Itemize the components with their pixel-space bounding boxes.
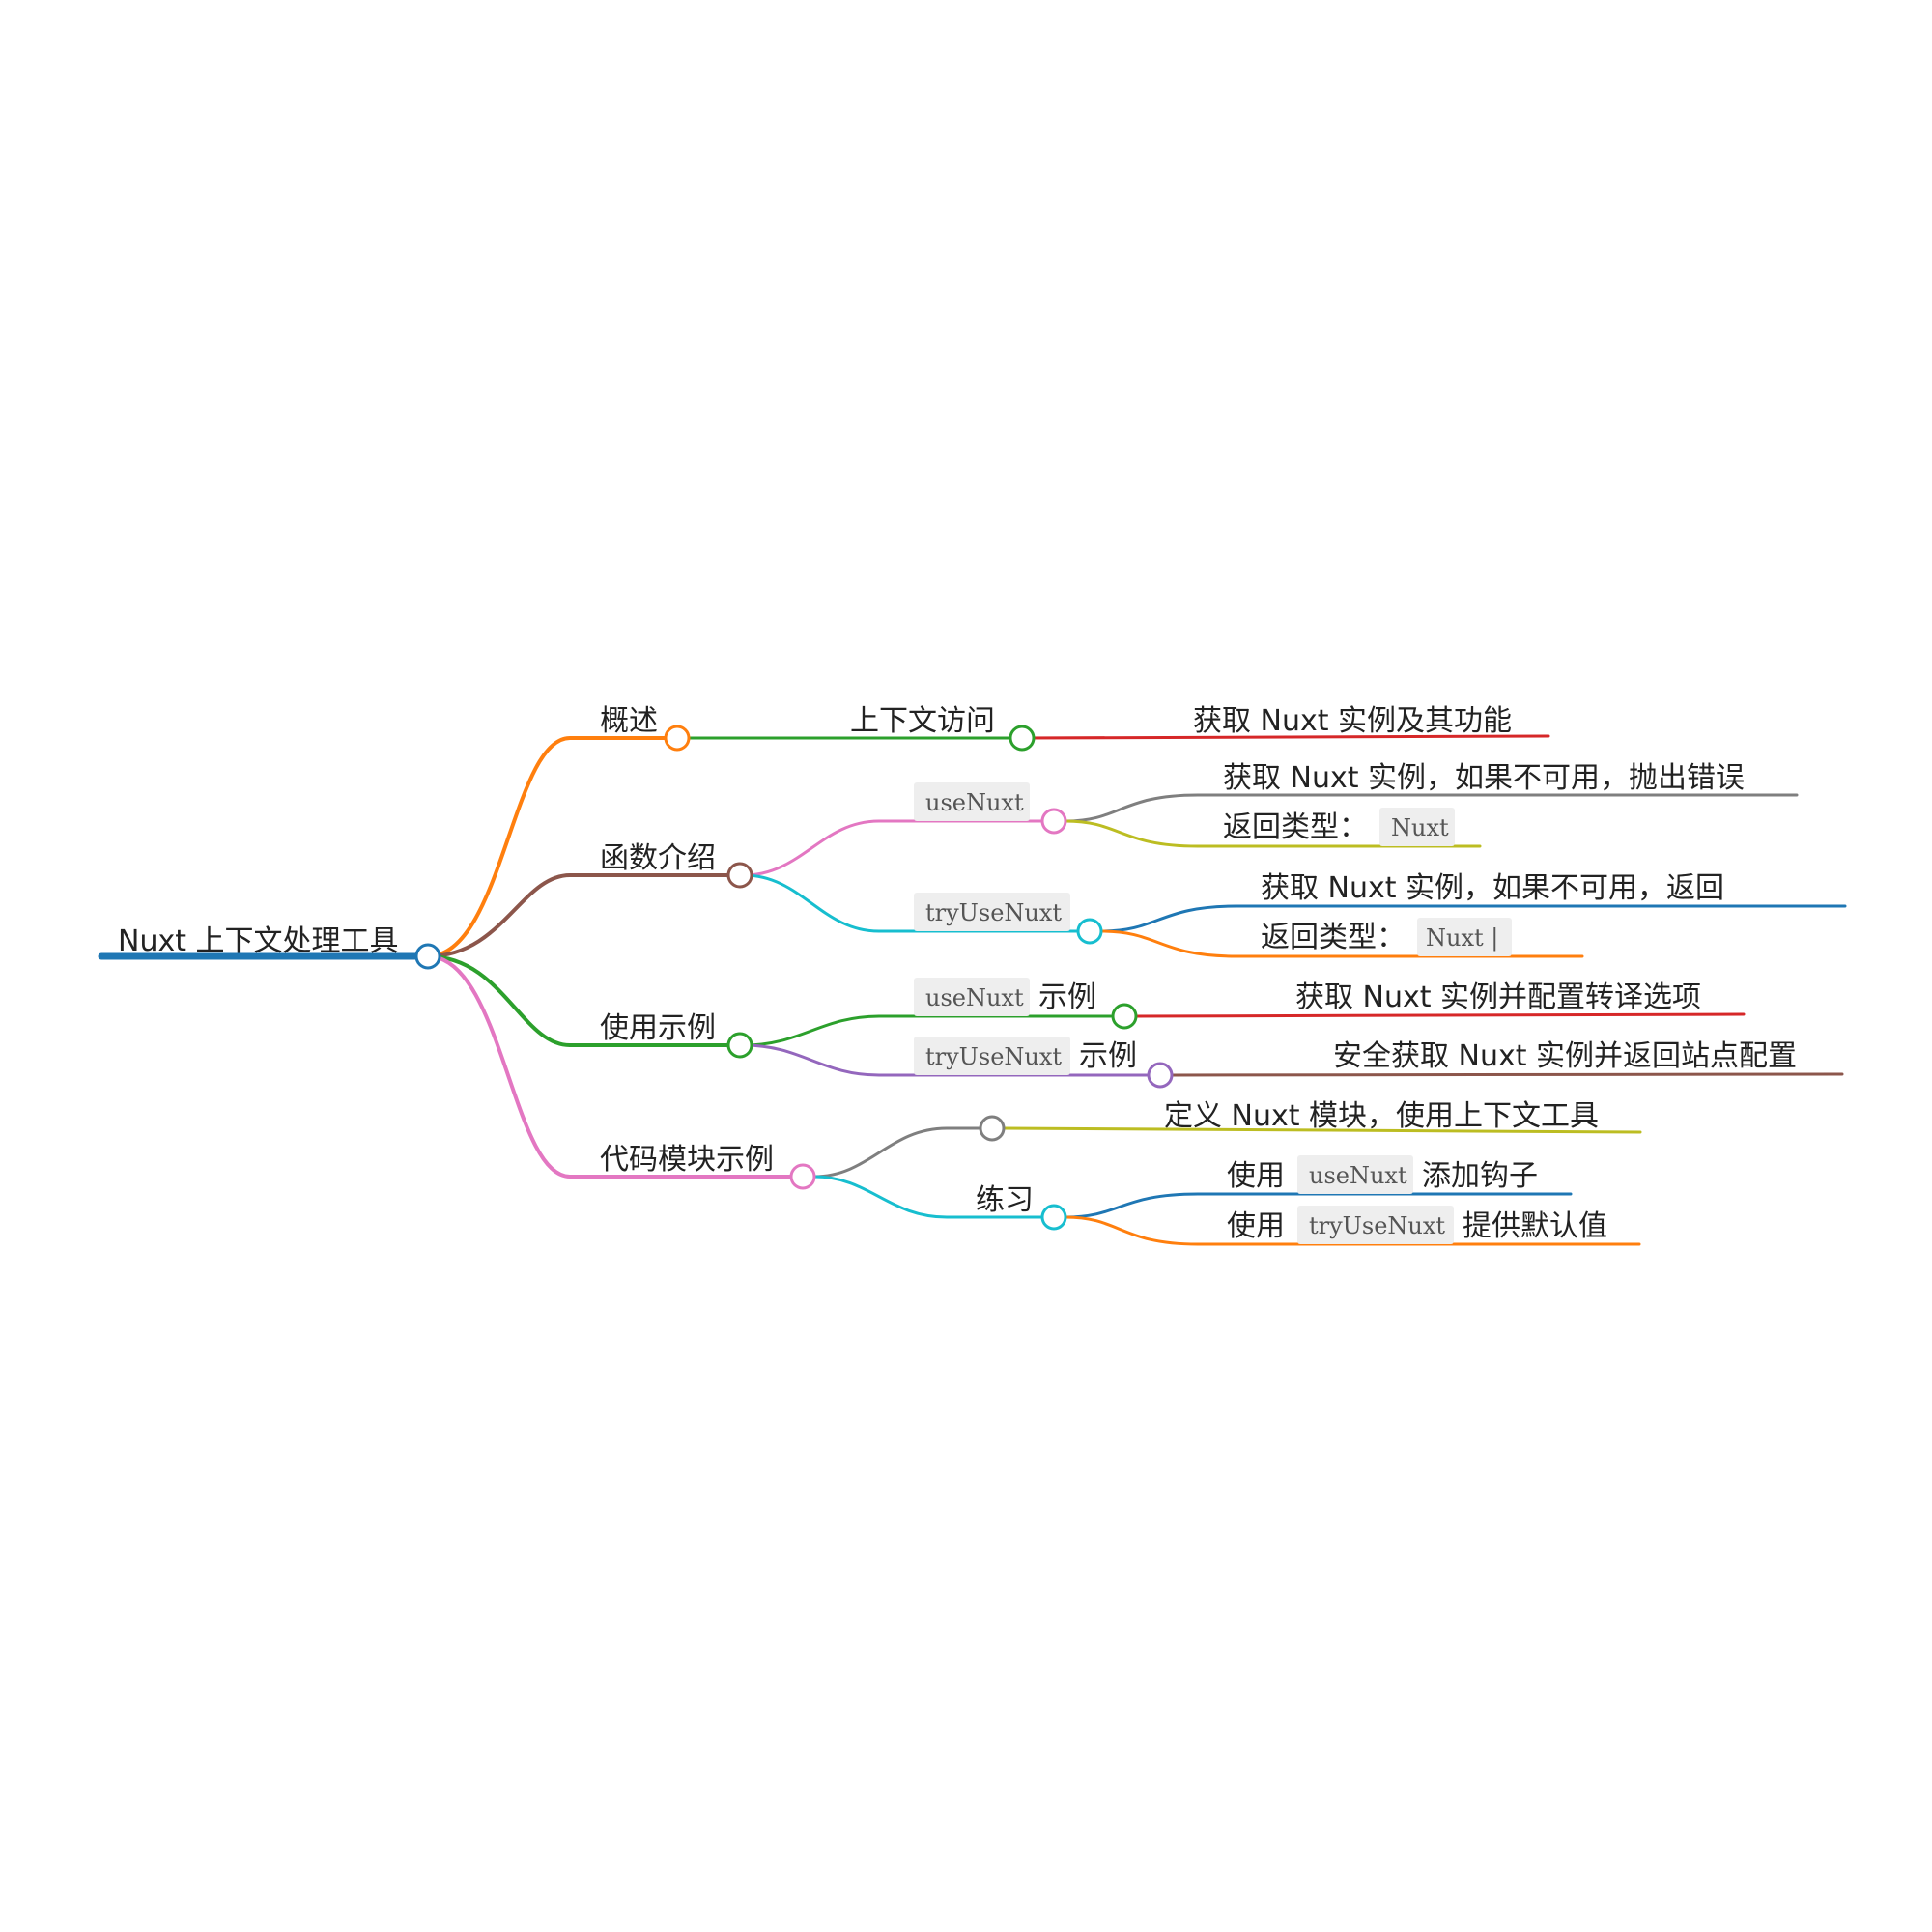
edge-usenuxt-desc: [1064, 793, 1799, 823]
tryusenuxt-return-label: 返回类型：: [1261, 921, 1406, 954]
edge-root-functions: [426, 873, 732, 958]
context-access-desc-label: 获取 Nuxt 实例及其功能: [1193, 704, 1512, 738]
tryusenuxt-example-suffix: 示例: [1079, 1039, 1137, 1073]
edge-root-overview: [426, 736, 668, 958]
usenuxt-example-desc-label: 获取 Nuxt 实例并配置转译选项: [1295, 980, 1701, 1014]
module-node-circle[interactable]: [789, 1163, 816, 1190]
tryusenuxt-example-desc-label: 安全获取 Nuxt 实例并返回站点配置: [1333, 1039, 1797, 1073]
branch-overview-label: 概述: [600, 704, 658, 738]
usenuxt-desc-label: 获取 Nuxt 实例，如果不可用，抛出错误: [1223, 761, 1745, 795]
module-unnamed-node-circle[interactable]: [979, 1115, 1006, 1142]
tryusenuxt-node-circle[interactable]: [1076, 918, 1103, 945]
root-node-circle[interactable]: [414, 943, 441, 970]
tryusenuxt-example-code: tryUseNuxt: [925, 1043, 1062, 1070]
edge-module-unnamed: [812, 1126, 982, 1179]
functions-node-circle[interactable]: [726, 862, 753, 889]
root-label: Nuxt 上下文处理工具: [118, 924, 399, 958]
context-access-node-circle[interactable]: [1009, 724, 1036, 752]
edge-tryusenuxt-example-desc: [1170, 1072, 1844, 1077]
exercise-2-suffix: 提供默认值: [1463, 1209, 1607, 1243]
exercise-2-code: tryUseNuxt: [1309, 1212, 1445, 1239]
usenuxt-code-bg: [914, 782, 1030, 821]
edge-root-usage: [426, 954, 732, 1047]
exercise-node-circle[interactable]: [1040, 1204, 1067, 1231]
usage-node-circle[interactable]: [726, 1032, 753, 1059]
tryusenuxt-return-code-bg: [1417, 918, 1512, 956]
edge-tryusenuxt-return: [1099, 929, 1584, 958]
exercise-1-code: useNuxt: [1309, 1162, 1407, 1189]
usenuxt-example-code-bg: [914, 978, 1030, 1016]
usenuxt-example-code: useNuxt: [925, 984, 1024, 1011]
exercise-2-prefix: 使用: [1227, 1209, 1285, 1243]
usenuxt-example-node-circle[interactable]: [1111, 1003, 1138, 1030]
usenuxt-node-circle[interactable]: [1040, 808, 1067, 835]
tryusenuxt-code-bg: [914, 893, 1070, 931]
branch-functions-label: 函数介绍: [600, 841, 716, 875]
usenuxt-code-label: useNuxt: [925, 789, 1024, 816]
edge-module-exercise: [812, 1175, 1045, 1219]
usenuxt-example-suffix: 示例: [1038, 980, 1096, 1014]
tryusenuxt-return-code: Nuxt |: [1426, 924, 1498, 952]
context-access-label: 上下文访问: [850, 704, 995, 738]
overview-node-circle[interactable]: [664, 724, 691, 752]
edge-usage-tryusenuxt-example: [742, 1043, 1151, 1077]
edge-usenuxt-example-desc: [1133, 1012, 1746, 1018]
exercise-1-prefix: 使用: [1227, 1159, 1285, 1193]
edge-functions-usenuxt: [742, 819, 1046, 877]
tryusenuxt-example-node-circle[interactable]: [1147, 1062, 1174, 1089]
exercise-1-code-bg: [1297, 1155, 1413, 1194]
tryusenuxt-code-label: tryUseNuxt: [925, 899, 1062, 926]
edge-usenuxt-return: [1064, 819, 1482, 848]
tryusenuxt-example-code-bg: [914, 1037, 1070, 1075]
edge-root-module: [426, 954, 794, 1179]
edge-usage-usenuxt-example: [742, 1014, 1113, 1047]
edge-tryusenuxt-desc: [1099, 904, 1847, 933]
edge-exercise-2: [1064, 1215, 1641, 1246]
edge-exercise-1: [1064, 1192, 1573, 1219]
tryusenuxt-desc-label: 获取 Nuxt 实例，如果不可用，返回: [1261, 871, 1724, 905]
edge-context-desc: [1021, 734, 1550, 740]
usenuxt-return-code-bg: [1379, 808, 1455, 846]
branch-module-label: 代码模块示例: [600, 1143, 774, 1177]
edge-unnamed-desc: [1001, 1126, 1642, 1134]
exercise-label: 练习: [976, 1183, 1034, 1217]
exercise-2-code-bg: [1297, 1206, 1454, 1244]
usenuxt-return-label: 返回类型：: [1223, 810, 1368, 844]
branch-usage-label: 使用示例: [600, 1011, 716, 1045]
usenuxt-return-code: Nuxt: [1391, 814, 1449, 841]
edge-functions-tryusenuxt: [742, 873, 1084, 933]
module-unnamed-desc-label: 定义 Nuxt 模块，使用上下文工具: [1164, 1099, 1599, 1133]
exercise-1-suffix: 添加钩子: [1422, 1159, 1538, 1193]
